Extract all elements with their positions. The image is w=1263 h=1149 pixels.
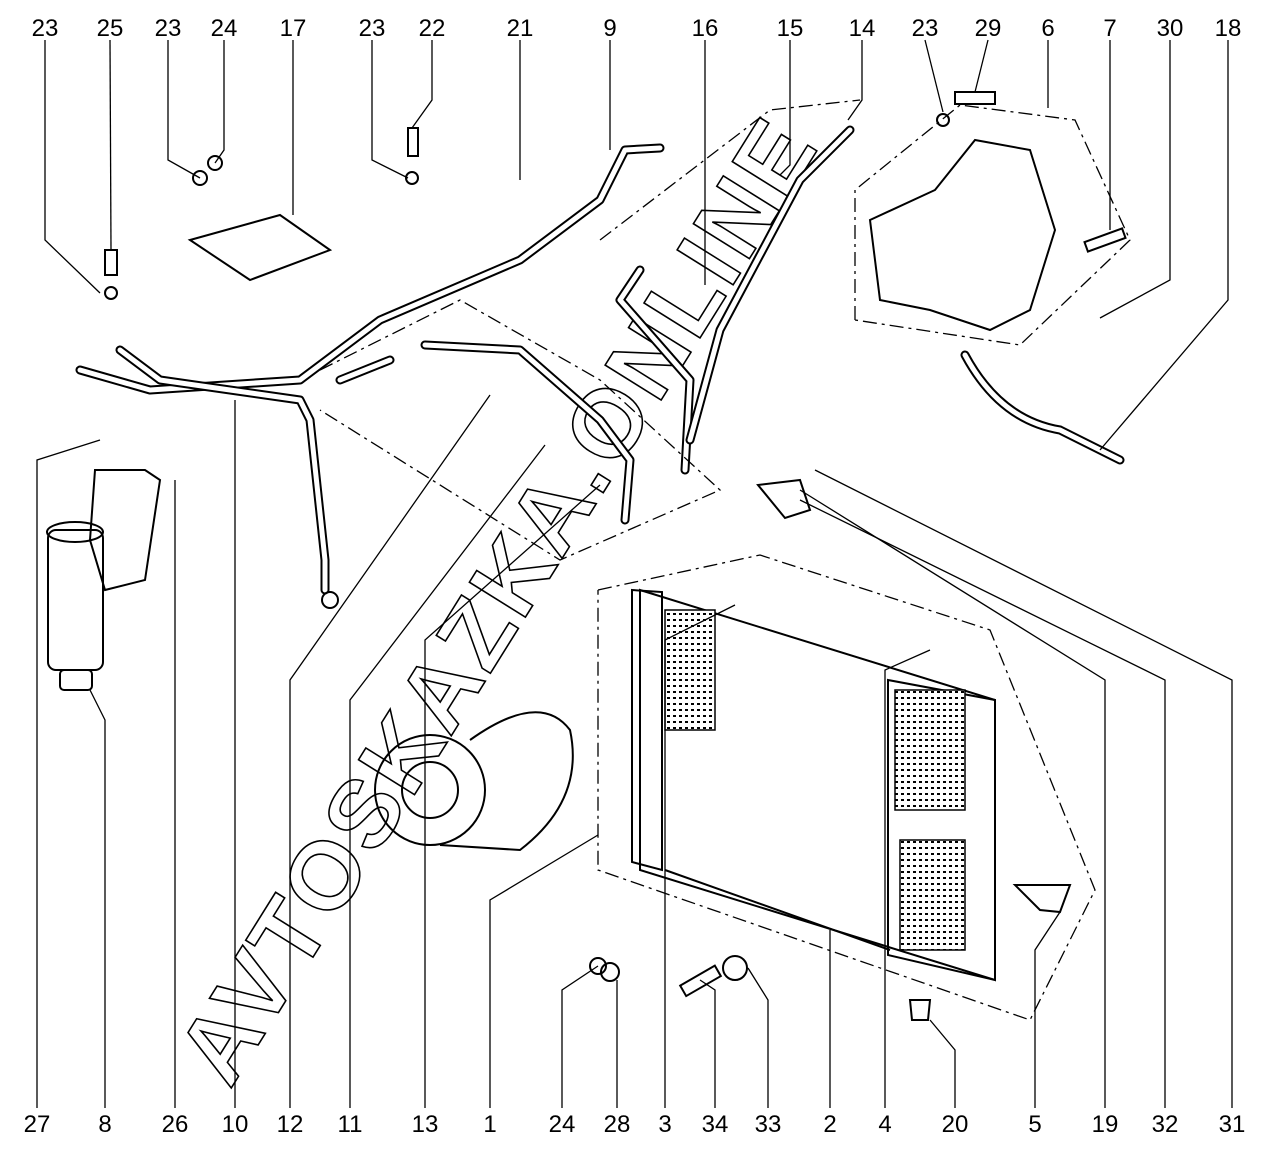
bracket: [187, 213, 333, 282]
callout-28: 28: [604, 1111, 631, 1138]
callout-9: 9: [603, 15, 616, 42]
callout-7: 7: [1103, 15, 1116, 42]
callout-26: 26: [162, 1111, 189, 1138]
callout-1: 1: [483, 1111, 496, 1138]
callout-2: 2: [823, 1111, 836, 1138]
callout-6: 6: [1041, 15, 1054, 42]
callout-23: 23: [359, 15, 386, 42]
fasteners: [104, 91, 1127, 1021]
callout-15: 15: [777, 15, 804, 42]
callout-13: 13: [412, 1111, 439, 1138]
receiver-drier: [46, 469, 162, 691]
callout-8: 8: [98, 1111, 111, 1138]
callout-23: 23: [155, 15, 182, 42]
watermark: AVTOSKAZKA.ONLINE: [157, 99, 839, 1101]
callout-10: 10: [222, 1111, 249, 1138]
callout-12: 12: [277, 1111, 304, 1138]
refrigerant-pipes: [75, 125, 1125, 595]
callout-19: 19: [1092, 1111, 1119, 1138]
callout-21: 21: [507, 15, 534, 42]
callout-17: 17: [280, 15, 307, 42]
callout-23: 23: [32, 15, 59, 42]
callout-22: 22: [419, 15, 446, 42]
callout-11: 11: [338, 1111, 363, 1138]
hose-outline-2: [599, 99, 861, 241]
hose-outline: [319, 299, 722, 561]
condenser-outline: [597, 554, 1096, 1021]
evaporator-housing: [854, 104, 1131, 346]
condenser: [631, 588, 996, 982]
callout-27: 27: [24, 1111, 51, 1138]
callout-33: 33: [755, 1111, 782, 1138]
callout-4: 4: [878, 1111, 891, 1138]
callout-5: 5: [1028, 1111, 1041, 1138]
callout-24: 24: [211, 15, 238, 42]
callout-23: 23: [912, 15, 939, 42]
callout-30: 30: [1157, 15, 1184, 42]
callout-20: 20: [942, 1111, 969, 1138]
compressor: [374, 711, 574, 852]
callout-16: 16: [692, 15, 719, 42]
callout-14: 14: [849, 15, 876, 42]
callout-34: 34: [702, 1111, 729, 1138]
callout-25: 25: [97, 15, 124, 42]
callout-32: 32: [1152, 1111, 1179, 1138]
callout-29: 29: [975, 15, 1002, 42]
callout-3: 3: [658, 1111, 671, 1138]
callout-24: 24: [549, 1111, 576, 1138]
callout-18: 18: [1215, 15, 1242, 42]
leader-lines: [36, 39, 1233, 1108]
top-callouts: 23 25 23 24 17 23 22 21 9 16 15 14 23 29 6 7 30 18: [32, 15, 1242, 42]
callout-31: 31: [1219, 1111, 1246, 1138]
